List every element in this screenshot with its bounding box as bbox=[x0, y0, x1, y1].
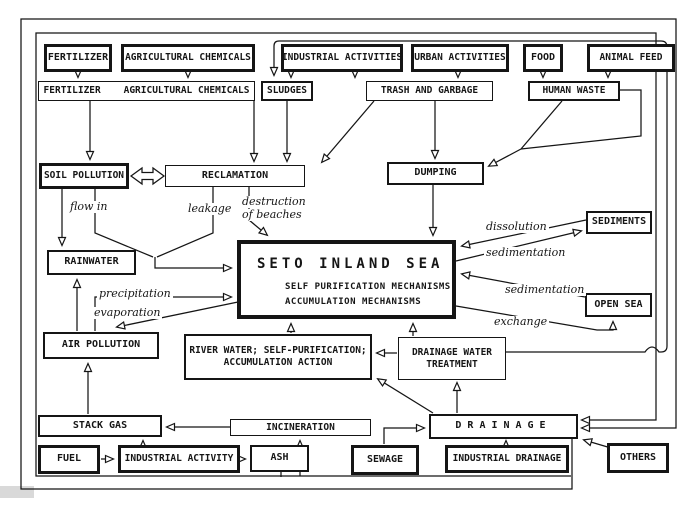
box-agricultural-chemicals: AGRICULTURAL CHEMICALS bbox=[121, 44, 255, 72]
box-reclamation: RECLAMATION bbox=[165, 165, 305, 187]
connector-inner-loop-to-drainage bbox=[35, 32, 657, 477]
box-agricultural-chemicals-label: AGRICULTURAL CHEMICALS bbox=[125, 52, 251, 64]
box-fertilizer: FERTILIZER bbox=[44, 44, 112, 72]
connector-trash-to-reclamation bbox=[320, 100, 375, 164]
connector-outer-loop-to-drainage bbox=[20, 18, 677, 490]
flow-label-dissolution: dissolution bbox=[484, 220, 549, 233]
flow-label-sedimentation-upper: sedimentation bbox=[484, 246, 568, 259]
box-industrial-activities: INDUSTRIAL ACTIVITIES bbox=[281, 44, 403, 72]
connector-soil-reclamation-exchange bbox=[129, 166, 166, 186]
connector-dissolution-to-sea bbox=[460, 219, 587, 249]
connector-evaporation-to-air-pollution bbox=[115, 301, 239, 330]
box-sewage: SEWAGE bbox=[351, 445, 419, 475]
connector-human-waste-to-dumping-a bbox=[520, 100, 563, 150]
box-soil-pollution-label: SOIL POLLUTION bbox=[43, 170, 125, 182]
box-urban-activities: URBAN ACTIVITIES bbox=[411, 44, 509, 72]
connector-treatment-to-sludges bbox=[269, 40, 668, 353]
flow-label-exchange: exchange bbox=[492, 315, 550, 328]
flow-label-evaporation: evaporation bbox=[92, 306, 163, 319]
box-fertilizer-label: FERTILIZER bbox=[47, 51, 109, 63]
box-stack-gas-label: STACK GAS bbox=[72, 419, 128, 431]
connector-human-waste-to-dumping-head bbox=[487, 148, 522, 167]
box-urban-activities-label: URBAN ACTIVITIES bbox=[414, 52, 506, 64]
box-animal-feed: ANIMAL FEED bbox=[587, 44, 675, 72]
box-human-waste-label: HUMAN WASTE bbox=[542, 85, 606, 97]
box-trash-and-garbage: TRASH AND GARBAGE bbox=[366, 81, 493, 101]
seto-inland-sea-title: SETO INLAND SEA bbox=[257, 256, 444, 272]
box-sediments: SEDIMENTS bbox=[586, 211, 652, 234]
box-fuel-label: FUEL bbox=[56, 453, 82, 465]
box-sediments-label: SEDIMENTS bbox=[591, 216, 647, 228]
box-open-sea: OPEN SEA bbox=[585, 293, 652, 317]
box-dumping: DUMPING bbox=[387, 162, 484, 185]
box-air-pollution: AIR POLLUTION bbox=[43, 332, 159, 359]
connector-others-to-drainage bbox=[582, 438, 612, 449]
box-fertilizer-agchem-mixture: FERTILIZER AGRICULTURAL CHEMICALS bbox=[38, 81, 255, 101]
connector-merged-flow-to-sea bbox=[154, 257, 233, 273]
box-incineration: INCINERATION bbox=[230, 419, 371, 436]
box-sludges-label: SLUDGES bbox=[266, 85, 308, 97]
box-rainwater: RAINWATER bbox=[47, 250, 136, 275]
box-soil-pollution: SOIL POLLUTION bbox=[39, 163, 129, 189]
box-animal-feed-label: ANIMAL FEED bbox=[599, 52, 663, 64]
box-seto-inland-sea: SETO INLAND SEA SELF PURIFICATION MECHAN… bbox=[237, 240, 456, 319]
box-ash-label: ASH bbox=[270, 452, 289, 464]
box-ash: ASH bbox=[250, 445, 309, 472]
box-industrial-drainage: INDUSTRIAL DRAINAGE bbox=[445, 445, 569, 473]
connector-drainage-to-river-water bbox=[376, 377, 434, 414]
box-river-water-line1: RIVER WATER; SELF-PURIFICATION; bbox=[189, 345, 367, 357]
box-stack-gas: STACK GAS bbox=[38, 415, 162, 437]
box-open-sea-label: OPEN SEA bbox=[594, 298, 643, 310]
seto-inland-sea-mechanism1: SELF PURIFICATION MECHANISMS bbox=[285, 282, 451, 292]
box-rainwater-label: RAINWATER bbox=[64, 256, 119, 268]
flow-label-sedimentation-lower: sedimentation bbox=[503, 283, 587, 296]
connector-reclamation-leakage bbox=[156, 187, 214, 258]
connector-human-waste-to-dumping-b bbox=[520, 89, 642, 150]
box-drainage-water-treatment: DRAINAGE WATER TREATMENT bbox=[398, 337, 506, 380]
box-air-pollution-label: AIR POLLUTION bbox=[61, 339, 141, 351]
box-dumping-label: DUMPING bbox=[414, 167, 457, 179]
flow-label-leakage: leakage bbox=[186, 202, 234, 215]
connector-sea-to-sediments bbox=[455, 228, 583, 262]
box-sludges: SLUDGES bbox=[261, 81, 313, 101]
box-fertilizer-agchem-mixture-label: FERTILIZER AGRICULTURAL CHEMICALS bbox=[43, 85, 250, 97]
box-trash-and-garbage-label: TRASH AND GARBAGE bbox=[380, 85, 479, 97]
flow-label-precipitation: precipitation bbox=[97, 287, 173, 300]
box-food: FOOD bbox=[523, 44, 563, 72]
box-drainage-label: DRAINAGE bbox=[455, 420, 552, 432]
connector-precipitation-to-sea bbox=[94, 292, 233, 331]
box-industrial-drainage-label: INDUSTRIAL DRAINAGE bbox=[452, 453, 562, 465]
box-industrial-activity-label: INDUSTRIAL ACTIVITY bbox=[124, 453, 234, 465]
box-drainage-water-treatment-line2: TREATMENT bbox=[426, 358, 478, 370]
box-reclamation-label: RECLAMATION bbox=[201, 169, 269, 181]
box-sewage-label: SEWAGE bbox=[366, 453, 404, 465]
box-river-water-line2: ACCUMULATION ACTION bbox=[223, 357, 333, 368]
connector-sewage-to-drainage bbox=[383, 423, 426, 444]
box-industrial-activities-label: INDUSTRIAL ACTIVITIES bbox=[281, 52, 403, 64]
box-food-label: FOOD bbox=[530, 51, 556, 63]
box-drainage-water-treatment-line1: DRAINAGE WATER bbox=[411, 346, 493, 358]
box-river-water: RIVER WATER; SELF-PURIFICATION; ACCUMULA… bbox=[184, 334, 372, 380]
seto-inland-sea-mechanism2: ACCUMULATION MECHANISMS bbox=[285, 297, 422, 307]
flow-label-destruction: destruction bbox=[240, 195, 308, 208]
flow-label-flow-in: flow in bbox=[68, 200, 110, 213]
box-others-label: OTHERS bbox=[619, 451, 657, 463]
box-fuel: FUEL bbox=[38, 445, 100, 474]
box-industrial-activity: INDUSTRIAL ACTIVITY bbox=[118, 445, 240, 473]
box-others: OTHERS bbox=[607, 443, 669, 473]
box-human-waste: HUMAN WASTE bbox=[528, 81, 620, 101]
box-incineration-label: INCINERATION bbox=[266, 421, 335, 433]
box-drainage: DRAINAGE bbox=[429, 414, 578, 439]
flow-label-of-beaches: of beaches bbox=[240, 208, 304, 221]
